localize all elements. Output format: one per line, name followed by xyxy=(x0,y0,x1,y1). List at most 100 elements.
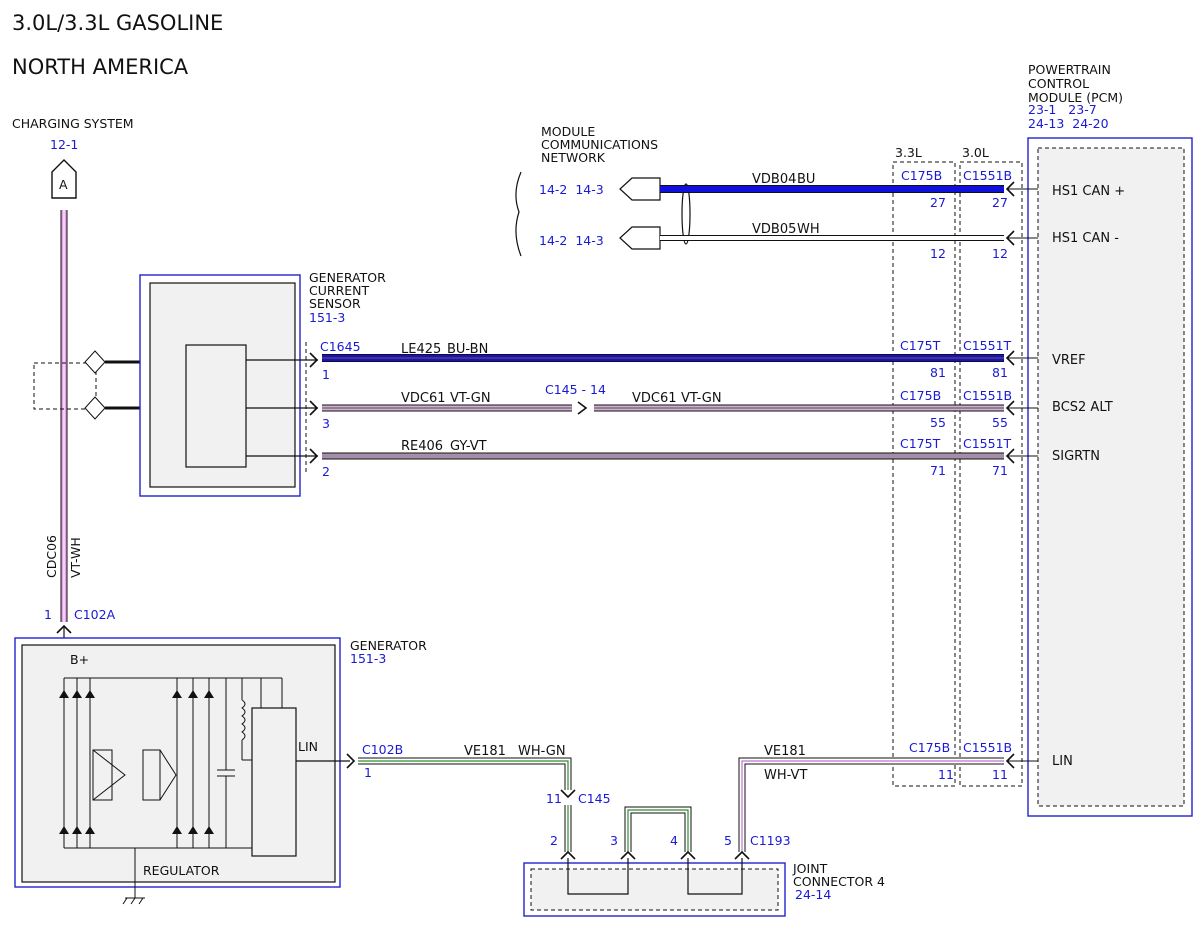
splice-c145-arrow xyxy=(560,789,576,799)
network-label-1: MODULE xyxy=(541,124,595,139)
pcm-ref-1[interactable]: 23-1 23-7 xyxy=(1028,102,1097,117)
voltage-regulator-block xyxy=(251,707,297,857)
wire-le425-start-pin: 1 xyxy=(322,367,330,382)
wire-vdb05-circuit: VDB05 xyxy=(752,222,796,237)
pcm-label-1: POWERTRAIN xyxy=(1028,62,1111,77)
connector-c1193-label: C1193 xyxy=(750,833,791,848)
charging-system-connector[interactable]: CHARGING SYSTEM 12-1 A xyxy=(12,116,134,199)
wire-vdb05-color: WH xyxy=(797,222,820,237)
current-sensor-label-3: SENSOR xyxy=(309,296,361,311)
wire-vdc61[interactable]: 3 VDC61 VT-GN C145 - 14 VDC61 VT-GN C175… xyxy=(309,382,1012,431)
pcm-connector-frames: 3.3L 3.0L xyxy=(892,145,1023,787)
joint-pin-4-terminal xyxy=(680,850,696,860)
pcm-ref-2[interactable]: 24-13 24-20 xyxy=(1028,116,1109,131)
wire-le425-start-conn: C1645 xyxy=(320,339,361,354)
generator-internal-circuit xyxy=(63,677,283,905)
network-brace xyxy=(515,171,522,257)
joint-pin-3-terminal xyxy=(620,850,636,860)
joint-pin-3-label: 3 xyxy=(610,833,618,848)
frame-3-0l xyxy=(959,161,1023,787)
diode-bottom-2 xyxy=(72,826,82,834)
wire-le425-terminal xyxy=(309,352,319,368)
wire-le425-c30: C1551T xyxy=(963,338,1012,353)
powertrain-control-module[interactable]: POWERTRAIN CONTROL MODULE (PCM) 23-1 23-… xyxy=(1005,62,1193,817)
wire-vdb04-c33: C175B xyxy=(901,168,942,183)
diode-bottom-6 xyxy=(204,826,214,834)
connector-a-letter: A xyxy=(59,177,68,192)
wire-ve181-right-stripe xyxy=(741,760,1004,852)
connector-c102b-label: C102B xyxy=(362,742,403,757)
wire-vdb04[interactable]: VDB04 BU C175B C1551B 27 27 xyxy=(660,168,1012,210)
wire-ve181-right-color: WH-VT xyxy=(764,768,807,783)
wire-ve181-left-pin: 1 xyxy=(364,765,372,780)
joint-connector-ref[interactable]: 24-14 xyxy=(795,887,831,902)
twisted-pair-symbol xyxy=(681,183,691,245)
joint-pin-2-terminal xyxy=(560,850,576,860)
splice-c145-14-arrow xyxy=(577,401,588,415)
wire-vdb04-pin30: 27 xyxy=(992,195,1008,210)
network-ref-bottom[interactable]: 14-2 14-3 xyxy=(539,233,604,248)
wire-vdc61-terminal xyxy=(309,400,319,416)
charging-system-ref[interactable]: 12-1 xyxy=(50,137,78,152)
diode-top-6 xyxy=(204,690,214,698)
wire-vdc61-start-pin: 3 xyxy=(322,416,330,431)
wire-le425-color: BU-BN xyxy=(447,342,488,357)
pcm-pin-hs1-can-minus: HS1 CAN - xyxy=(1052,231,1119,246)
gen-ground-hatch-2 xyxy=(130,897,136,905)
pcm-label-2: CONTROL xyxy=(1028,76,1089,91)
jumper-stripe xyxy=(627,809,689,852)
joint-bus-right xyxy=(687,858,743,895)
joint-connector-label-1: JOINT xyxy=(792,861,828,876)
wire-re406-c33: C175T xyxy=(900,436,941,451)
wire-vdc61-color-right: VT-GN xyxy=(681,391,722,406)
network-connector-bottom xyxy=(619,226,661,250)
wire-ve181-right-pin30: 11 xyxy=(992,767,1008,782)
wire-re406-circuit: RE406 xyxy=(401,439,443,454)
wire-vdc61-color-left: VT-GN xyxy=(450,391,491,406)
wire-le425[interactable]: C1645 1 LE425 BU-BN C175T C1551T 81 81 xyxy=(309,338,1012,382)
current-sensor-label-1: GENERATOR xyxy=(309,270,386,285)
wire-ve181-left-fill xyxy=(358,758,571,790)
charging-system-label: CHARGING SYSTEM xyxy=(12,116,134,131)
wire-cdc06[interactable]: CDC06 VT-WH 1 C102A xyxy=(44,210,116,690)
wire-vdb04-circuit: VDB04 xyxy=(752,172,796,187)
frame-3-3l xyxy=(892,161,956,787)
connector-a-shape xyxy=(51,159,77,199)
splice-c145-pin: 11 xyxy=(546,791,562,806)
diode-bottom-5 xyxy=(188,826,198,834)
module-communications-network[interactable]: MODULE COMMUNICATIONS NETWORK 14-2 14-3 … xyxy=(515,124,691,257)
wire-cdc06-color: VT-WH xyxy=(68,537,83,578)
diode-bottom-3 xyxy=(85,826,95,834)
generator[interactable]: GENERATOR 151-3 B+ LIN REGULATOR xyxy=(14,637,427,905)
wire-vdc61-pin33: 55 xyxy=(930,415,946,430)
wire-re406-c30: C1551T xyxy=(963,436,1012,451)
gen-stator-winding-2 xyxy=(142,749,177,801)
wire-vdb05-pin30: 12 xyxy=(992,246,1008,261)
sensor-clip-bottom xyxy=(84,396,106,420)
rectifier-diodes xyxy=(59,690,214,834)
wire-le425-pin33: 81 xyxy=(930,365,946,380)
wire-vdc61-circuit-left: VDC61 xyxy=(401,391,446,406)
pcm-body xyxy=(1037,147,1185,807)
generator-current-sensor[interactable]: GENERATOR CURRENT SENSOR 151-3 xyxy=(139,270,386,497)
wire-ve181-right[interactable]: VE181 WH-VT C175B C1551B 11 11 xyxy=(738,740,1012,852)
joint-pin-5-label: 5 xyxy=(724,833,732,848)
wire-ve181-left[interactable]: C102B 1 VE181 WH-GN 11 C145 xyxy=(358,742,611,852)
wire-vdb05[interactable]: VDB05 WH 12 12 xyxy=(660,222,1008,261)
gen-ground-hatch-3 xyxy=(138,897,144,905)
joint-connector-body xyxy=(530,868,779,911)
sensor-clip-top xyxy=(84,350,106,374)
joint-pin-2-label: 2 xyxy=(550,833,558,848)
generator-b-plus-label: B+ xyxy=(70,652,89,667)
joint-connector-4[interactable]: 2 3 4 5 C1193 JOINT CONNECTOR 4 24-14 xyxy=(523,833,885,917)
wire-re406[interactable]: 2 RE406 GY-VT C175T C1551T 71 71 xyxy=(309,436,1012,479)
diagram-title-engine: 3.0L/3.3L GASOLINE xyxy=(12,11,223,35)
generator-ref[interactable]: 151-3 xyxy=(350,651,386,666)
wire-cdc06-circuit: CDC06 xyxy=(44,535,59,578)
joint-pin-4-label: 4 xyxy=(670,833,678,848)
wire-ve181-left-stripe xyxy=(358,760,569,790)
network-ref-top[interactable]: 14-2 14-3 xyxy=(539,182,604,197)
current-sensor-ref[interactable]: 151-3 xyxy=(309,310,345,325)
joint-pin-5-terminal xyxy=(734,850,750,860)
